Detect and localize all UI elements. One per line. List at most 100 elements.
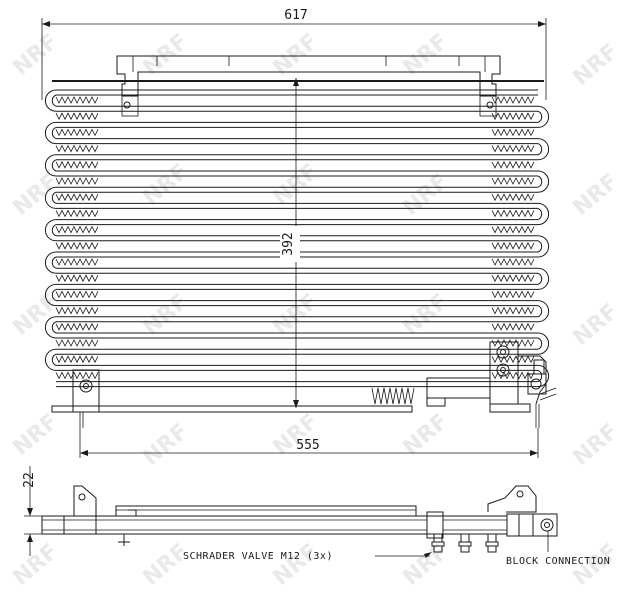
core-tube [56, 316, 538, 323]
u-bend-right [537, 138, 550, 161]
fin-left [55, 225, 99, 234]
u-bend-left [44, 283, 57, 307]
watermark-logo: NRF [268, 539, 323, 591]
u-bend-right [537, 364, 550, 388]
u-bend-right [537, 332, 550, 355]
core-tube [56, 267, 538, 274]
fin-left [55, 193, 99, 202]
thickness-label: 22 [22, 472, 37, 488]
u-bend-right [537, 170, 550, 193]
block-connection-port [540, 518, 554, 532]
fin-right [491, 193, 535, 202]
watermark-logo: NRF [8, 539, 63, 591]
core-tube [56, 381, 538, 388]
u-bend-left-inner [51, 191, 57, 204]
fin-right [491, 306, 535, 315]
watermark-logo: NRF [398, 169, 453, 221]
u-bend-left [44, 89, 57, 112]
fin-right [491, 225, 535, 234]
u-bend-left [44, 219, 57, 242]
u-bend-right [537, 235, 550, 258]
schrader-valves [431, 533, 499, 553]
fin-right [491, 241, 535, 250]
fin-right [491, 209, 535, 218]
top-mounting-bracket [116, 55, 501, 117]
fin-left [55, 96, 99, 104]
u-bend-left [44, 348, 57, 371]
overall-width-dimension: 617 [41, 8, 547, 100]
u-bend-right-inner [537, 207, 543, 221]
fin-right [491, 339, 535, 347]
fin-bottom-middle [371, 387, 415, 405]
right-connection-block [426, 341, 557, 428]
fin-left [55, 160, 99, 169]
core-tube [56, 364, 538, 371]
core-width-dimension: 555 [79, 428, 539, 458]
bracket-bolt-hole-right [486, 101, 494, 109]
watermark-logo: NRF [398, 29, 453, 81]
u-bend-right-inner [537, 110, 543, 123]
watermark-logo: NRF [138, 419, 193, 471]
u-bend-left [44, 251, 57, 274]
overall-width-label: 617 [284, 8, 307, 23]
left-bottom-bracket [72, 369, 100, 428]
watermark-logo: NRF [398, 539, 453, 591]
fin-right [491, 96, 535, 104]
fin-right [491, 258, 535, 266]
u-bend-right-inner [537, 305, 543, 318]
u-bend-left-inner [51, 321, 57, 334]
core-tube [56, 202, 538, 209]
u-bend-right-inner [537, 272, 543, 285]
core-tube [56, 170, 538, 177]
core-tube [56, 121, 538, 128]
u-bend-right [537, 300, 550, 323]
core-tube [56, 138, 538, 145]
core-tube [56, 219, 538, 226]
watermark-logo: NRF [568, 419, 623, 471]
watermark-logo: NRF [8, 169, 63, 221]
fin-right [491, 177, 535, 185]
fin-left [55, 128, 99, 137]
u-bend-left [44, 186, 57, 209]
fin-right [491, 128, 535, 137]
u-bend-left-inner [51, 159, 57, 172]
fin-left [55, 241, 99, 250]
fin-left [55, 258, 99, 266]
core-tube [56, 332, 538, 339]
fin-left [55, 306, 99, 315]
u-bend-right-inner [537, 143, 543, 156]
core-tube [56, 89, 538, 96]
watermark-layer: NRF NRF NRF NRF NRF NRF NRF NRF NRF NRF NRF NRF NRF N… [8, 29, 623, 591]
watermark-logo: NRF [138, 29, 193, 81]
front-view: 617 [41, 8, 557, 458]
fin-left [55, 322, 99, 331]
watermark-logo: NRF [138, 539, 193, 591]
schrader-valve-callout: SCHRADER VALVE M12 (3x) [183, 551, 333, 562]
watermark-logo: NRF [8, 409, 63, 461]
u-bend-left [44, 121, 57, 145]
watermark-logo: NRF [8, 29, 63, 81]
u-bend-left-inner [51, 126, 57, 140]
core-bottom-edge [51, 405, 413, 413]
fin-right [491, 112, 535, 121]
fin-right [491, 355, 535, 364]
fin-right [491, 160, 535, 169]
u-bend-left-inner [51, 94, 57, 107]
thickness-dimension: 22 [22, 466, 60, 556]
u-bend-left [44, 316, 57, 339]
core-tube [56, 348, 538, 355]
core-width-label: 555 [296, 438, 319, 453]
u-bend-right [537, 267, 550, 290]
fin-left [55, 144, 99, 153]
fin-left [55, 209, 99, 218]
u-bend-left-inner [51, 224, 57, 237]
core-tube [56, 105, 538, 112]
condenser-core [44, 80, 550, 413]
core-tube [56, 186, 538, 193]
fin-left [55, 339, 99, 347]
u-bend-left-inner [51, 256, 57, 269]
watermark-logo: NRF [568, 169, 623, 221]
u-bend-left-inner [51, 353, 57, 366]
watermark-logo: NRF [8, 289, 63, 341]
